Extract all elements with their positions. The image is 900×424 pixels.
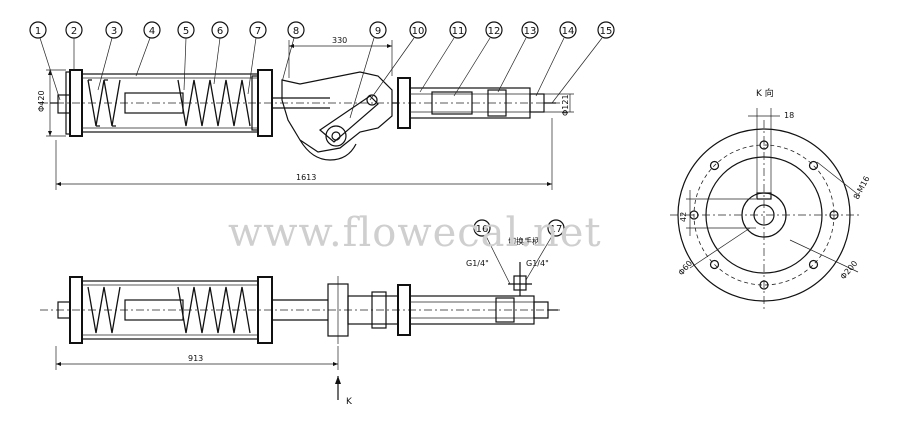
- balloon-3: 3: [111, 26, 117, 37]
- balloon-4: 4: [149, 26, 155, 37]
- dim-diameter-420: Φ420: [37, 90, 46, 112]
- balloon-6: 6: [217, 26, 223, 37]
- dim-length-1613: 1613: [296, 173, 316, 182]
- balloon-11: 11: [452, 26, 465, 37]
- balloon-8: 8: [293, 26, 299, 37]
- balloon-5: 5: [183, 26, 189, 37]
- top-view: Φ420 330 1613 Φ121: [37, 36, 574, 190]
- watermark: www.flowecal.net: [228, 210, 602, 256]
- balloon-13: 13: [524, 26, 537, 37]
- manual-switch-label: 切换手柄: [508, 236, 540, 246]
- balloon-16: 16: [476, 224, 489, 235]
- balloon-1: 1: [35, 26, 41, 37]
- dim-42: 42: [679, 212, 688, 222]
- dim-length-330: 330: [332, 36, 347, 45]
- dim-width-18: 18: [784, 111, 794, 120]
- dim-diameter-200: Φ200: [839, 259, 860, 281]
- balloon-9: 9: [375, 26, 381, 37]
- dim-length-913: 913: [188, 354, 203, 363]
- balloon-2: 2: [71, 26, 77, 37]
- part-balloons: 1 2 3 4 5 6 7 8 9 10 11 12: [29, 21, 615, 285]
- balloon-7: 7: [255, 26, 261, 37]
- port-label-right: G1/4": [526, 259, 549, 268]
- balloon-17: 17: [550, 224, 563, 235]
- dim-diameter-121: Φ121: [561, 94, 570, 116]
- k-view: K 向 18 42 Φ60 Φ200: [670, 87, 872, 310]
- dim-bolts-8-m16: 8-M16: [852, 175, 872, 201]
- view-arrow-k: K: [346, 397, 353, 407]
- port-label-left: G1/4": [466, 259, 489, 268]
- balloon-15: 15: [600, 26, 613, 37]
- balloon-12: 12: [488, 26, 501, 37]
- balloon-14: 14: [562, 26, 575, 37]
- k-view-title: K 向: [756, 87, 774, 99]
- balloon-10: 10: [412, 26, 425, 37]
- bottom-view: 913 K G1/4" G1/4" 切换手柄: [40, 236, 560, 407]
